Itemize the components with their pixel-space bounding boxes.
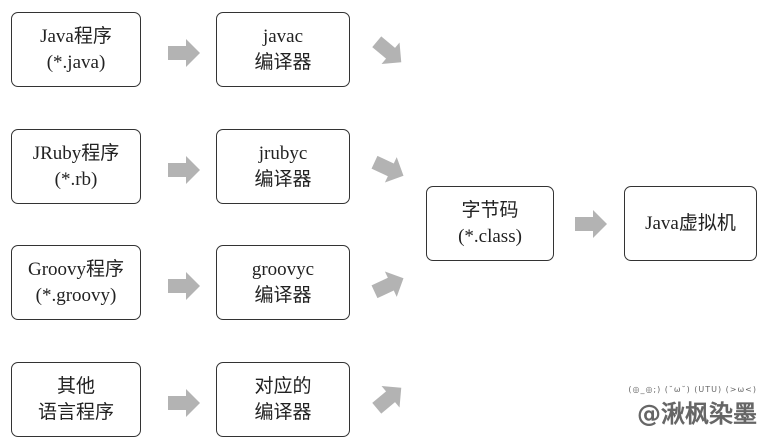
label: javac xyxy=(262,25,304,47)
arrow-down-right-icon xyxy=(367,30,411,74)
watermark: (◎_◎;) (˘ω˘) (UTU) (>ω<) @湫枫染墨 xyxy=(628,385,757,429)
arrow-right-icon xyxy=(575,210,607,238)
label: Java程序 xyxy=(40,25,112,47)
compiler-box-jrubyc: jrubyc 编译器 xyxy=(216,129,350,204)
compiler-box-javac: javac 编译器 xyxy=(216,12,350,87)
bytecode-box: 字节码 (*.class) xyxy=(426,186,554,261)
label: 字节码 xyxy=(461,199,519,221)
label: Java虚拟机 xyxy=(645,212,736,234)
label: (*.java) xyxy=(46,51,106,73)
label: 其他 xyxy=(56,375,95,397)
label: JRuby程序 xyxy=(32,142,120,164)
source-box-java: Java程序 (*.java) xyxy=(11,12,141,87)
watermark-faces: (◎_◎;) (˘ω˘) (UTU) (>ω<) xyxy=(628,385,757,394)
arrow-down-right-icon xyxy=(368,149,410,189)
source-box-groovy: Groovy程序 (*.groovy) xyxy=(11,245,141,320)
arrow-right-icon xyxy=(168,272,200,300)
label: 编译器 xyxy=(254,168,312,190)
label: 编译器 xyxy=(254,401,312,423)
label: 编译器 xyxy=(254,284,312,306)
arrow-right-icon xyxy=(168,156,200,184)
label: jrubyc xyxy=(258,142,308,164)
label: (*.groovy) xyxy=(35,284,117,306)
source-box-jruby: JRuby程序 (*.rb) xyxy=(11,129,141,204)
compiler-box-other: 对应的编译器 xyxy=(216,362,350,437)
arrow-up-right-icon xyxy=(368,265,410,305)
arrow-up-right-icon xyxy=(367,376,411,420)
label: groovyc xyxy=(251,258,315,280)
label: (*.rb) xyxy=(54,168,98,190)
compiler-box-groovyc: groovyc 编译器 xyxy=(216,245,350,320)
label: (*.class) xyxy=(458,225,522,247)
label: 语言程序 xyxy=(37,401,114,423)
label: 编译器 xyxy=(254,51,312,73)
source-box-other: 其他语言程序 xyxy=(11,362,141,437)
arrow-right-icon xyxy=(168,389,200,417)
jvm-box: Java虚拟机 xyxy=(624,186,757,261)
watermark-name: @湫枫染墨 xyxy=(637,400,757,428)
label: 对应的 xyxy=(254,375,312,397)
arrow-right-icon xyxy=(168,39,200,67)
label: Groovy程序 xyxy=(27,258,125,280)
